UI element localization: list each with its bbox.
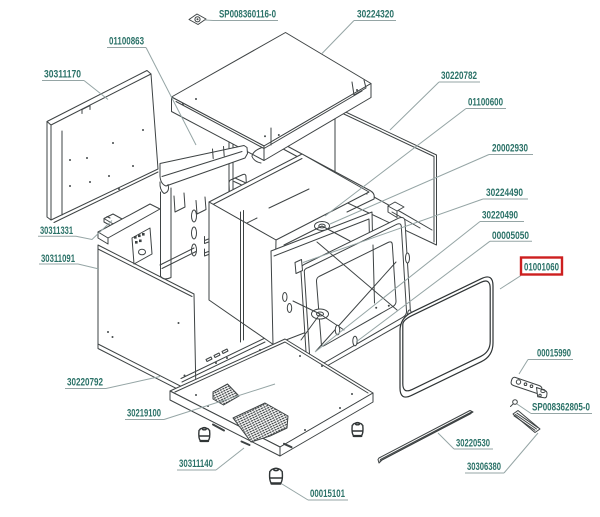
svg-text:30311091: 30311091 [41, 253, 75, 265]
svg-text:30224490: 30224490 [486, 187, 523, 199]
svg-text:01100600: 01100600 [468, 97, 503, 109]
svg-text:30219100: 30219100 [127, 408, 161, 420]
svg-text:00005050: 00005050 [492, 230, 529, 242]
svg-text:30220490: 30220490 [482, 210, 518, 222]
svg-text:30311140: 30311140 [179, 458, 213, 470]
svg-text:30306380: 30306380 [467, 461, 501, 473]
svg-text:30311170: 30311170 [44, 69, 81, 81]
svg-text:SP008362805-0: SP008362805-0 [532, 402, 590, 414]
svg-text:30220792: 30220792 [67, 377, 103, 389]
svg-text:30220530: 30220530 [456, 438, 490, 450]
svg-text:SP008360116-0: SP008360116-0 [219, 9, 276, 21]
svg-text:01100863: 01100863 [109, 36, 144, 48]
svg-text:30224320: 30224320 [357, 9, 394, 21]
svg-text:01001060: 01001060 [524, 262, 559, 274]
svg-text:00015101: 00015101 [310, 488, 345, 500]
svg-text:30220782: 30220782 [441, 70, 477, 82]
svg-text:30311331: 30311331 [40, 225, 73, 237]
svg-text:20002930: 20002930 [492, 143, 528, 155]
svg-text:00015990: 00015990 [537, 348, 571, 360]
